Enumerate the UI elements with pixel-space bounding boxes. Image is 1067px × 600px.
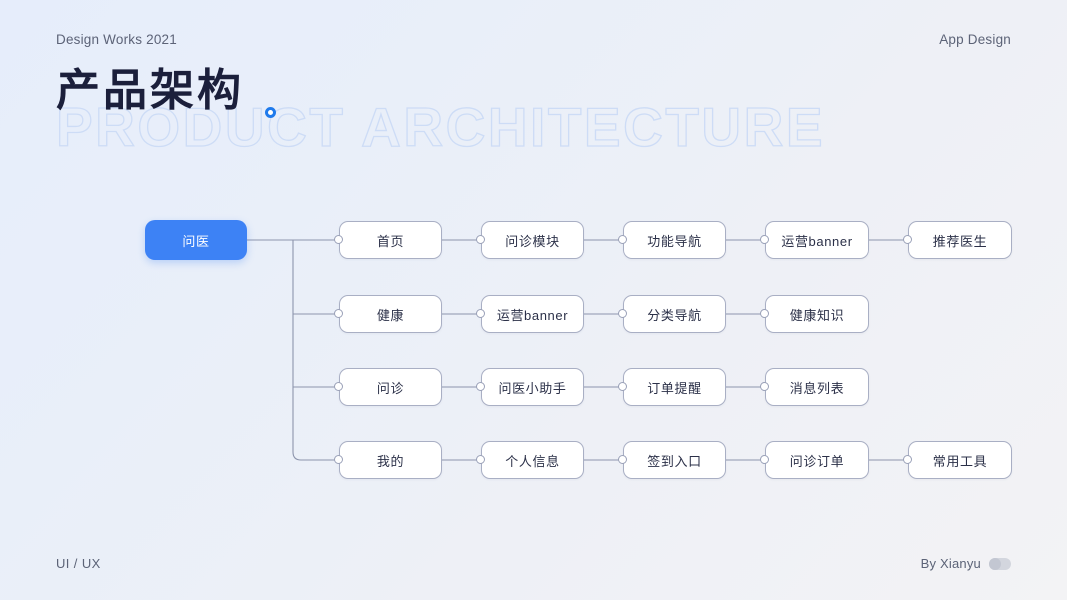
title-ghost-text: PRODUCT ARCHITECTURE (55, 96, 826, 158)
branch-node-label: 个人信息 (505, 453, 560, 469)
branch-node-label: 订单提醒 (647, 380, 702, 396)
branch-node[interactable]: 问医小助手 (481, 368, 584, 406)
footer-right: By Xianyu (921, 556, 1011, 571)
title-main-text: 产品架构 (56, 66, 244, 115)
branch-node-label: 问诊订单 (789, 453, 845, 469)
branch-node-label: 常用工具 (932, 453, 988, 469)
node-knob-icon (760, 382, 769, 391)
branch-node-label: 签到入口 (647, 453, 702, 469)
branch-node[interactable]: 个人信息 (481, 441, 584, 479)
node-knob-icon (618, 235, 627, 244)
branch-node[interactable]: 健康知识 (765, 295, 869, 333)
branch-node[interactable]: 运营banner (481, 295, 584, 333)
branch-node-label: 首页 (376, 233, 405, 249)
branch-node[interactable]: 问诊 (339, 368, 442, 406)
branch-node-label: 推荐医生 (932, 233, 988, 249)
root-node[interactable]: 问医 (145, 220, 247, 260)
node-knob-icon (476, 235, 485, 244)
branch-node[interactable]: 推荐医生 (908, 221, 1012, 259)
node-knob-icon (618, 455, 627, 464)
branch-node[interactable]: 常用工具 (908, 441, 1012, 479)
branch-node-label: 运营banner (496, 307, 569, 323)
node-knob-icon (476, 309, 485, 318)
node-knob-icon (903, 455, 912, 464)
branch-node[interactable]: 首页 (339, 221, 442, 259)
footer-author-label: By Xianyu (920, 556, 981, 571)
node-knob-icon (334, 235, 343, 244)
node-knob-icon (760, 455, 769, 464)
branch-node-label: 我的 (376, 453, 405, 469)
title-accent-dot-icon (265, 107, 276, 118)
branch-node[interactable]: 签到入口 (623, 441, 726, 479)
node-knob-icon (760, 309, 769, 318)
branch-node-label: 功能导航 (647, 233, 702, 249)
node-knob-icon (334, 455, 343, 464)
branch-node[interactable]: 我的 (339, 441, 442, 479)
node-knob-icon (760, 235, 769, 244)
footer-toggle-icon (989, 557, 1011, 570)
branch-node[interactable]: 功能导航 (623, 221, 726, 259)
header-right-label: App Design (939, 32, 1011, 47)
branch-node[interactable]: 健康 (339, 295, 442, 333)
branch-node-label: 消息列表 (789, 380, 845, 396)
branch-node[interactable]: 运营banner (765, 221, 869, 259)
branch-node-label: 问诊模块 (505, 233, 560, 249)
node-knob-icon (476, 382, 485, 391)
branch-node[interactable]: 分类导航 (623, 295, 726, 333)
node-knob-icon (618, 382, 627, 391)
branch-node[interactable]: 消息列表 (765, 368, 869, 406)
branch-node-label: 运营banner (781, 233, 853, 249)
node-knob-icon (334, 382, 343, 391)
footer-left-label: UI / UX (56, 556, 101, 571)
root-node-label: 问医 (182, 233, 210, 249)
node-knob-icon (334, 309, 343, 318)
header-left-label: Design Works 2021 (56, 32, 177, 47)
branch-node-label: 分类导航 (647, 307, 702, 323)
branch-node-label: 问医小助手 (498, 380, 567, 396)
branch-node[interactable]: 订单提醒 (623, 368, 726, 406)
branch-node[interactable]: 问诊模块 (481, 221, 584, 259)
node-knob-icon (476, 455, 485, 464)
branch-node-label: 健康知识 (789, 307, 845, 323)
branch-node-label: 问诊 (376, 380, 405, 396)
node-knob-icon (618, 309, 627, 318)
node-knob-icon (903, 235, 912, 244)
branch-node-label: 健康 (376, 307, 405, 323)
branch-node[interactable]: 问诊订单 (765, 441, 869, 479)
